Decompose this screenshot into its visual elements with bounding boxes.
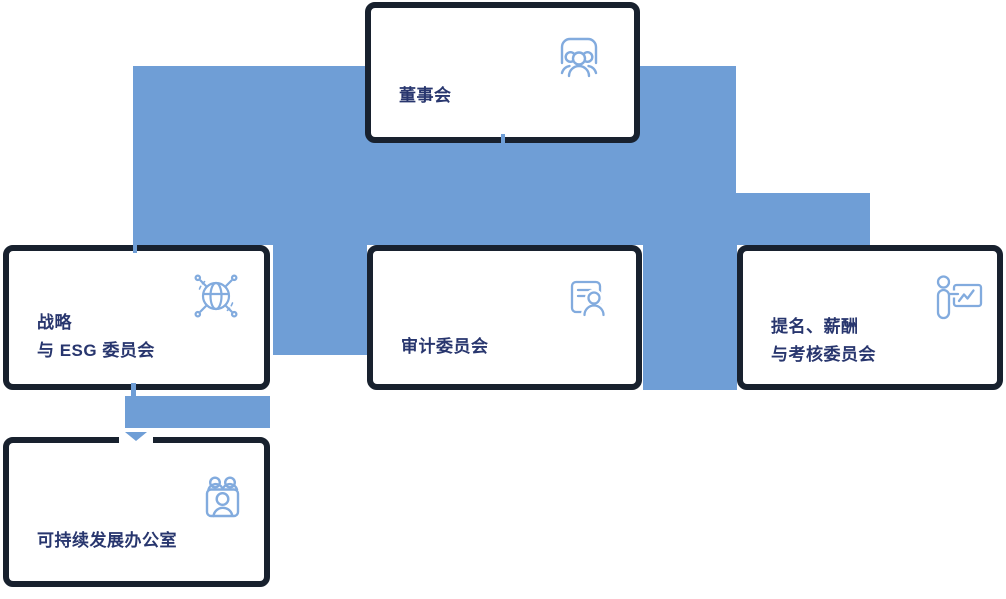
node-board: 董事会 bbox=[365, 2, 640, 143]
node-office-label: 可持续发展办公室 bbox=[37, 531, 177, 550]
node-strategy-esg: 战略 与 ESG 委员会 bbox=[3, 245, 270, 390]
team-frame-icon bbox=[199, 473, 247, 521]
connector-stub-strategy-top bbox=[133, 242, 137, 253]
node-nomination: 提名、薪酬 与考核委员会 bbox=[737, 245, 1003, 390]
down-arrow-icon bbox=[125, 432, 147, 441]
meeting-people-icon bbox=[555, 30, 603, 78]
connector-column-middle-right bbox=[643, 245, 737, 390]
connector-band-below-strategy bbox=[125, 396, 270, 428]
audit-document-person-icon bbox=[565, 275, 609, 319]
node-strategy-label-line2: 与 ESG 委员会 bbox=[37, 341, 155, 360]
node-nomination-label-line1: 提名、薪酬 bbox=[771, 317, 859, 336]
office-border-gap bbox=[119, 437, 153, 446]
node-audit-label: 审计委员会 bbox=[401, 337, 489, 356]
node-board-label: 董事会 bbox=[399, 86, 452, 105]
node-nomination-label-line2: 与考核委员会 bbox=[771, 345, 876, 364]
connector-stub-strategy-bottom bbox=[131, 383, 136, 398]
connector-right-band bbox=[736, 193, 870, 245]
globe-network-icon bbox=[190, 270, 242, 322]
node-sustainability-office: 可持续发展办公室 bbox=[3, 437, 270, 587]
connector-column-left-middle bbox=[273, 245, 367, 355]
node-audit: 审计委员会 bbox=[367, 245, 642, 390]
presenter-chart-icon bbox=[927, 273, 985, 323]
node-strategy-label-line1: 战略 bbox=[37, 313, 72, 332]
connector-stub-board-bottom bbox=[501, 134, 505, 150]
